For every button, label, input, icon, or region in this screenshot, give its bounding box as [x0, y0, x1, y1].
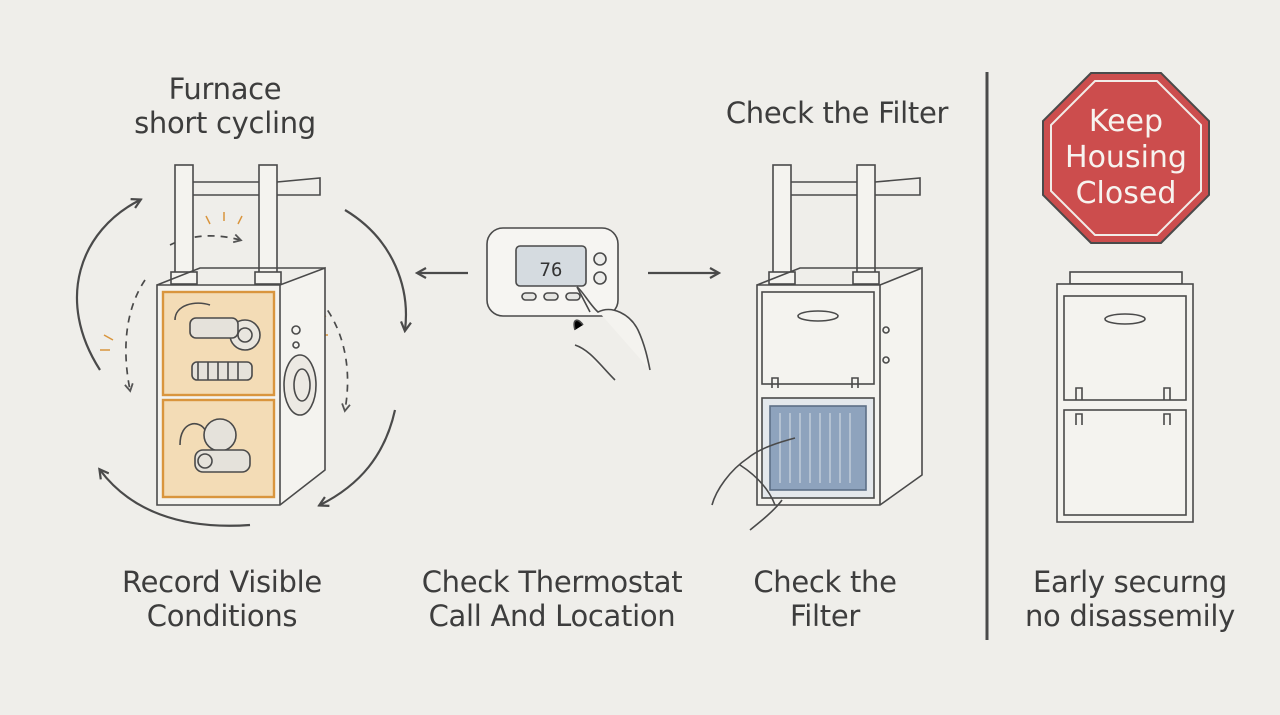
stop-sign-line1: Keep — [1088, 104, 1164, 139]
stop-sign-line3: Closed — [1075, 176, 1177, 211]
filter-title-text: Check the Filter — [725, 96, 949, 130]
top-title: Furnace short cycling — [110, 72, 340, 140]
step-label-thermostat: Check Thermostat Call And Location — [412, 565, 692, 633]
step-filter-line1: Check the — [753, 565, 897, 599]
step-record-line1: Record Visible — [122, 565, 322, 599]
step-thermostat-line1: Check Thermostat — [421, 565, 683, 599]
filter-furnace — [711, 164, 923, 531]
step-filter-line2: Filter — [789, 599, 861, 633]
closed-furnace — [1056, 271, 1194, 523]
thermostat-illustration: 76 — [418, 227, 718, 381]
step-label-securing: Early securng no disassemily — [1010, 565, 1250, 633]
stop-sign — [1042, 72, 1210, 244]
step-securing-line1: Early securng — [1032, 565, 1228, 599]
step-record-line2: Conditions — [146, 599, 298, 633]
short-cycling-furnace — [75, 164, 406, 527]
stop-sign-line2: Housing — [1065, 140, 1187, 175]
thermostat-temperature: 76 — [540, 259, 563, 281]
top-title-line2: short cycling — [134, 106, 316, 140]
step-label-filter: Check the Filter — [720, 565, 930, 633]
top-title-line1: Furnace — [168, 72, 282, 106]
filter-title: Check the Filter — [712, 96, 962, 130]
step-thermostat-line2: Call And Location — [428, 599, 676, 633]
step-securing-line2: no disassemily — [1024, 599, 1236, 633]
step-label-record: Record Visible Conditions — [97, 565, 347, 633]
stop-sign-text: Keep Housing Closed — [1051, 104, 1201, 212]
